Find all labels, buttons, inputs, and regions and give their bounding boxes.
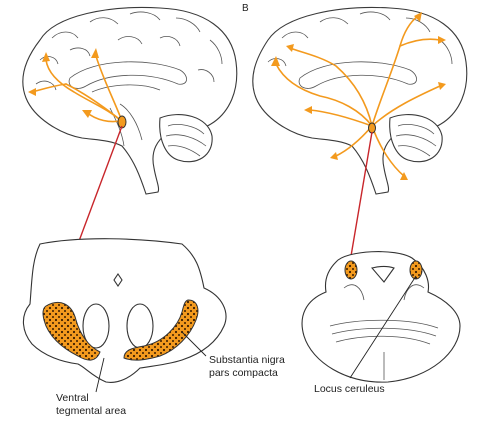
label-locus-ceruleus: Locus ceruleus [314,383,385,395]
leader-locus [349,275,417,379]
leader-substantia [181,331,207,357]
panel-label-b: B [242,3,249,14]
leader-ventral [95,357,105,393]
left-brain-sagittal [22,6,238,195]
label-ventral-line2: tegmental area [56,405,126,417]
label-substantia-line2: pars compacta [209,367,278,379]
label-ventral-line1: Ventral [56,392,89,404]
pons-section [301,251,461,383]
connector-line-right [349,131,373,263]
midbrain-section [22,238,227,383]
label-substantia-line1: Substantia nigra [209,354,285,366]
right-brain-sagittal [252,6,468,195]
